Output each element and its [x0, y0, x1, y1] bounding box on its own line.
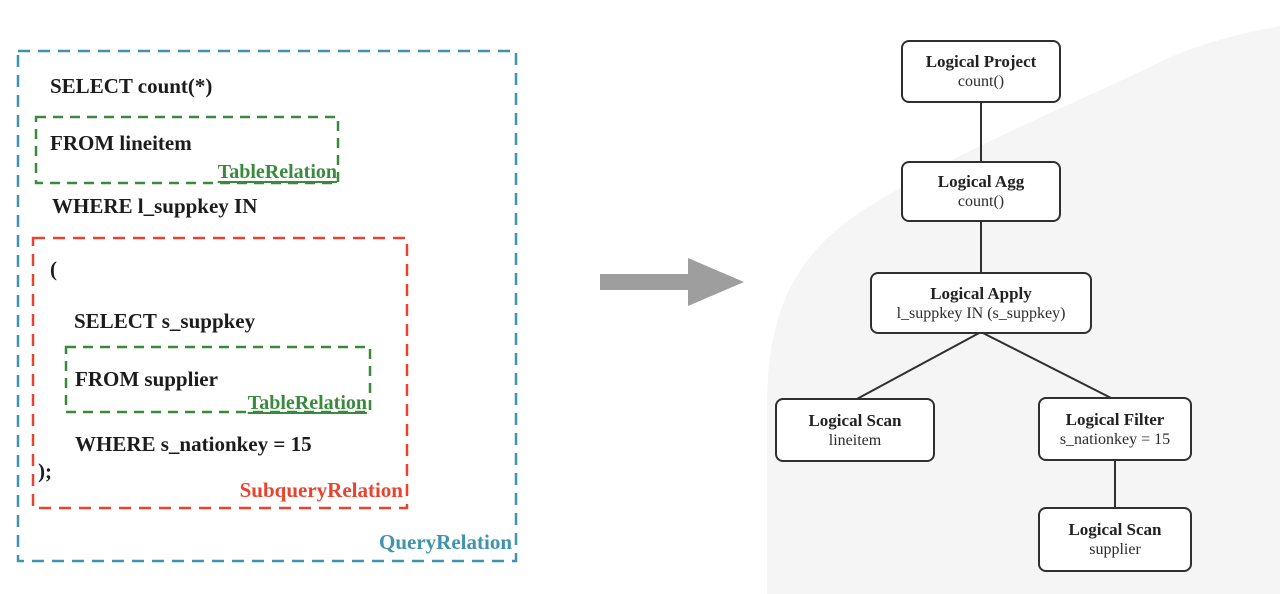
plan-node-subtitle: count(): [957, 193, 1005, 210]
plan-node-title: Logical Apply: [930, 283, 1032, 303]
sql-line-from-lineitem: FROM lineitem: [50, 131, 192, 155]
sql-line-where-subquery: WHERE s_nationkey = 15: [75, 432, 312, 456]
plan-node-title: Logical Agg: [937, 172, 1025, 191]
table-relation-box-lineitem: [34, 115, 340, 185]
plan-node-subtitle: lineitem: [828, 431, 882, 449]
plan-node-logical-apply: Logical Apply l_suppkey IN (s_suppkey): [870, 272, 1092, 334]
plan-node-subtitle: s_nationkey = 15: [1059, 430, 1171, 448]
query-relation-box: [16, 49, 518, 563]
arrow-right-icon: [600, 258, 744, 306]
plan-node-logical-scan-supplier: Logical Scan supplier: [1038, 507, 1192, 572]
sql-line-open-paren: (: [50, 257, 57, 281]
sql-line-select: SELECT count(*): [50, 74, 213, 98]
subquery-relation-label: SubqueryRelation: [239, 478, 403, 502]
edge-apply-scan-lineitem: [854, 331, 982, 401]
plan-node-logical-project: Logical Project count(): [901, 40, 1061, 103]
table-relation-box-supplier: [64, 345, 372, 414]
sql-line-from-supplier: FROM supplier: [75, 367, 218, 391]
sql-line-select-subquery: SELECT s_suppkey: [74, 309, 256, 333]
plan-node-logical-filter: Logical Filter s_nationkey = 15: [1038, 397, 1192, 461]
plan-node-subtitle: l_suppkey IN (s_suppkey): [896, 304, 1066, 322]
sql-line-close-paren: );: [38, 459, 52, 483]
edge-apply-filter: [980, 331, 1116, 401]
plan-node-logical-agg: Logical Agg count(): [901, 161, 1061, 222]
subquery-relation-box: [31, 236, 409, 510]
plan-tree-edges: [854, 103, 1116, 509]
plan-node-subtitle: count(): [957, 73, 1005, 90]
table-relation-label-lineitem: TableRelation: [217, 161, 337, 183]
plan-node-subtitle: supplier: [1089, 541, 1141, 558]
plan-node-title: Logical Filter: [1065, 409, 1165, 429]
query-relation-label: QueryRelation: [379, 530, 512, 554]
plan-node-title: Logical Scan: [808, 410, 902, 430]
plan-node-title: Logical Scan: [1068, 520, 1162, 539]
plan-node-logical-scan-lineitem: Logical Scan lineitem: [775, 398, 935, 462]
plan-node-title: Logical Project: [925, 52, 1037, 71]
sql-line-where-in: WHERE l_suppkey IN: [52, 194, 258, 218]
table-relation-label-supplier: TableRelation: [247, 392, 367, 414]
